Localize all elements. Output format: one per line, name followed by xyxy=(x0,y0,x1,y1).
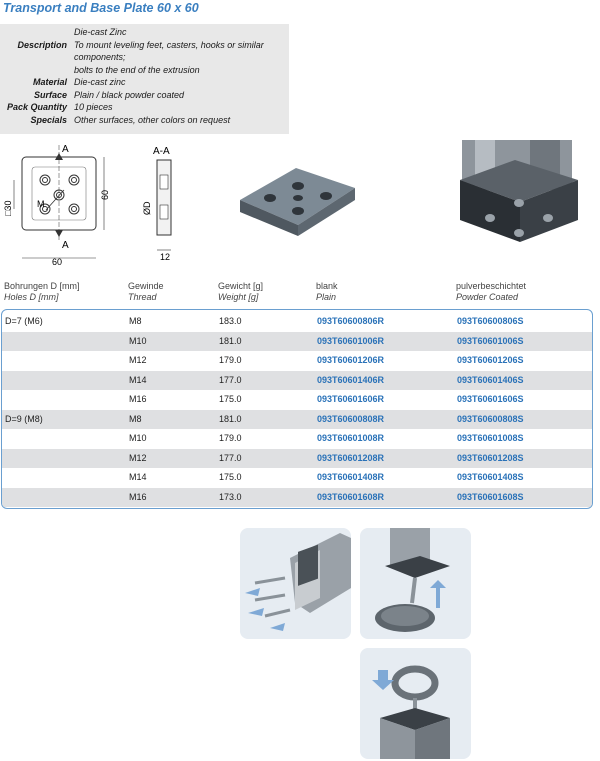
table-row: M14 175.0 093T60601408R 093T60601408S xyxy=(2,468,592,488)
dim-m: M xyxy=(37,199,45,209)
cell-coated: 093T60601608S xyxy=(457,491,524,502)
cell-weight: 177.0 xyxy=(219,374,242,385)
cell-coated: 093T60601206S xyxy=(457,355,524,365)
cell-coated: 093T60601008S xyxy=(457,433,524,443)
spec-value: Die-cast zinc xyxy=(74,77,126,87)
dim-12: 12 xyxy=(160,252,170,262)
header-holes: Bohrungen D [mm]Holes D [mm] xyxy=(4,281,80,302)
cell-weight: 181.0 xyxy=(219,335,242,346)
cell-weight: 175.0 xyxy=(219,472,242,482)
spec-value: Die-cast Zinc xyxy=(74,27,127,37)
cell-thread: M14 xyxy=(129,472,147,482)
cell-plain: 093T60601206R xyxy=(317,355,385,365)
cell-thread: M16 xyxy=(129,394,147,404)
cell-weight: 175.0 xyxy=(219,394,242,404)
cell-thread: M12 xyxy=(129,452,147,463)
cell-weight: 181.0 xyxy=(219,413,242,424)
spec-label: Specials xyxy=(30,114,67,125)
cell-coated: 093T60601406S xyxy=(457,374,524,385)
section-label-bottom: A xyxy=(62,240,69,251)
cell-plain: 093T60600808R xyxy=(317,413,385,424)
cell-plain: 093T60601406R xyxy=(317,374,385,385)
spec-value: components; xyxy=(74,52,126,62)
spec-label: Surface xyxy=(33,89,67,100)
cell-coated: 093T60601408S xyxy=(457,472,524,482)
cell-plain: 093T60601608R xyxy=(317,491,385,502)
cell-weight: 179.0 xyxy=(219,355,242,365)
spec-label: Description xyxy=(17,39,67,50)
cell-plain: 093T60601408R xyxy=(317,472,385,482)
cell-weight: 183.0 xyxy=(219,316,242,326)
table-row: M12 179.0 093T60601206R 093T60601206S xyxy=(2,351,592,371)
table-row: M10 179.0 093T60601008R 093T60601008S xyxy=(2,429,592,449)
plate-photo xyxy=(240,168,355,236)
cell-thread: M16 xyxy=(129,491,147,502)
assembly-lifting-eye-illustration xyxy=(360,648,471,759)
table-row: M12 177.0 093T60601208R 093T60601208S xyxy=(2,448,592,468)
table-row: M16 173.0 093T60601608R 093T60601608S xyxy=(2,487,592,507)
cell-hole: D=9 (M8) xyxy=(5,413,43,424)
cell-coated: 093T60600808S xyxy=(457,413,524,424)
cell-weight: 173.0 xyxy=(219,491,242,502)
dim-60-right: 60 xyxy=(100,190,110,200)
assembly-bolting-illustration xyxy=(240,528,351,639)
cell-thread: M12 xyxy=(129,355,147,365)
spec-value: bolts to the end of the extrusion xyxy=(74,64,200,75)
cell-coated: 093T60601208S xyxy=(457,452,524,463)
cell-plain: 093T60601006R xyxy=(317,335,385,346)
cell-plain: 093T60601008R xyxy=(317,433,385,443)
assembly-leveling-foot-illustration xyxy=(360,528,471,639)
plate-on-profile-photo xyxy=(460,140,578,242)
cell-thread: M14 xyxy=(129,374,147,385)
page-title: Transport and Base Plate 60 x 60 xyxy=(3,1,199,15)
spec-label: Pack Quantity xyxy=(6,102,67,112)
table-row: D=9 (M8) M8 181.0 093T60600808R 093T60600808… xyxy=(2,409,592,429)
cell-plain: 093T60601208R xyxy=(317,452,385,463)
top-view-drawing: A A □30 60 60 M xyxy=(3,144,110,265)
cell-thread: M8 xyxy=(129,413,142,424)
spec-label: Material xyxy=(32,77,67,87)
dim-d: ØD xyxy=(142,201,152,215)
cell-thread: M10 xyxy=(129,335,147,346)
cell-thread: M8 xyxy=(129,316,142,326)
cell-hole: D=7 (M6) xyxy=(5,316,43,326)
cell-coated: 093T60601606S xyxy=(457,394,524,404)
table-row: M10 181.0 093T60601006R 093T60601006S xyxy=(2,331,592,351)
spec-value: Other surfaces, other colors on request xyxy=(74,114,231,125)
spec-value: Plain / black powder coated xyxy=(74,89,185,100)
section-label-top: A xyxy=(62,144,69,155)
article-table: D=7 (M6) M8 183.0 093T60600806R 093T60600806… xyxy=(1,309,593,509)
cell-coated: 093T60600806S xyxy=(457,316,524,326)
cell-weight: 179.0 xyxy=(219,433,242,443)
drawings-area: A A □30 60 60 M A-A ØD 12 xyxy=(3,140,578,265)
cell-plain: 093T60601606R xyxy=(317,394,385,404)
dim-30: □30 xyxy=(3,201,13,216)
table-row: M14 177.0 093T60601406R 093T60601406S xyxy=(2,370,592,390)
cell-coated: 093T60601006S xyxy=(457,335,524,346)
cell-plain: 093T60600806R xyxy=(317,316,385,326)
cell-weight: 177.0 xyxy=(219,452,242,463)
spec-value: To mount leveling feet, casters, hooks o… xyxy=(74,39,264,50)
header-weight: Gewicht [g]Weight [g] xyxy=(218,281,264,302)
table-row: M16 175.0 093T60601606R 093T60601606S xyxy=(2,390,592,410)
table-row: D=7 (M6) M8 183.0 093T60600806R 093T60600806… xyxy=(2,312,592,332)
cell-thread: M10 xyxy=(129,433,147,443)
spec-value: 10 pieces xyxy=(74,102,113,112)
dim-60-bottom: 60 xyxy=(52,257,62,265)
section-view-drawing: A-A ØD 12 xyxy=(142,146,172,262)
section-aa-label: A-A xyxy=(153,146,170,157)
